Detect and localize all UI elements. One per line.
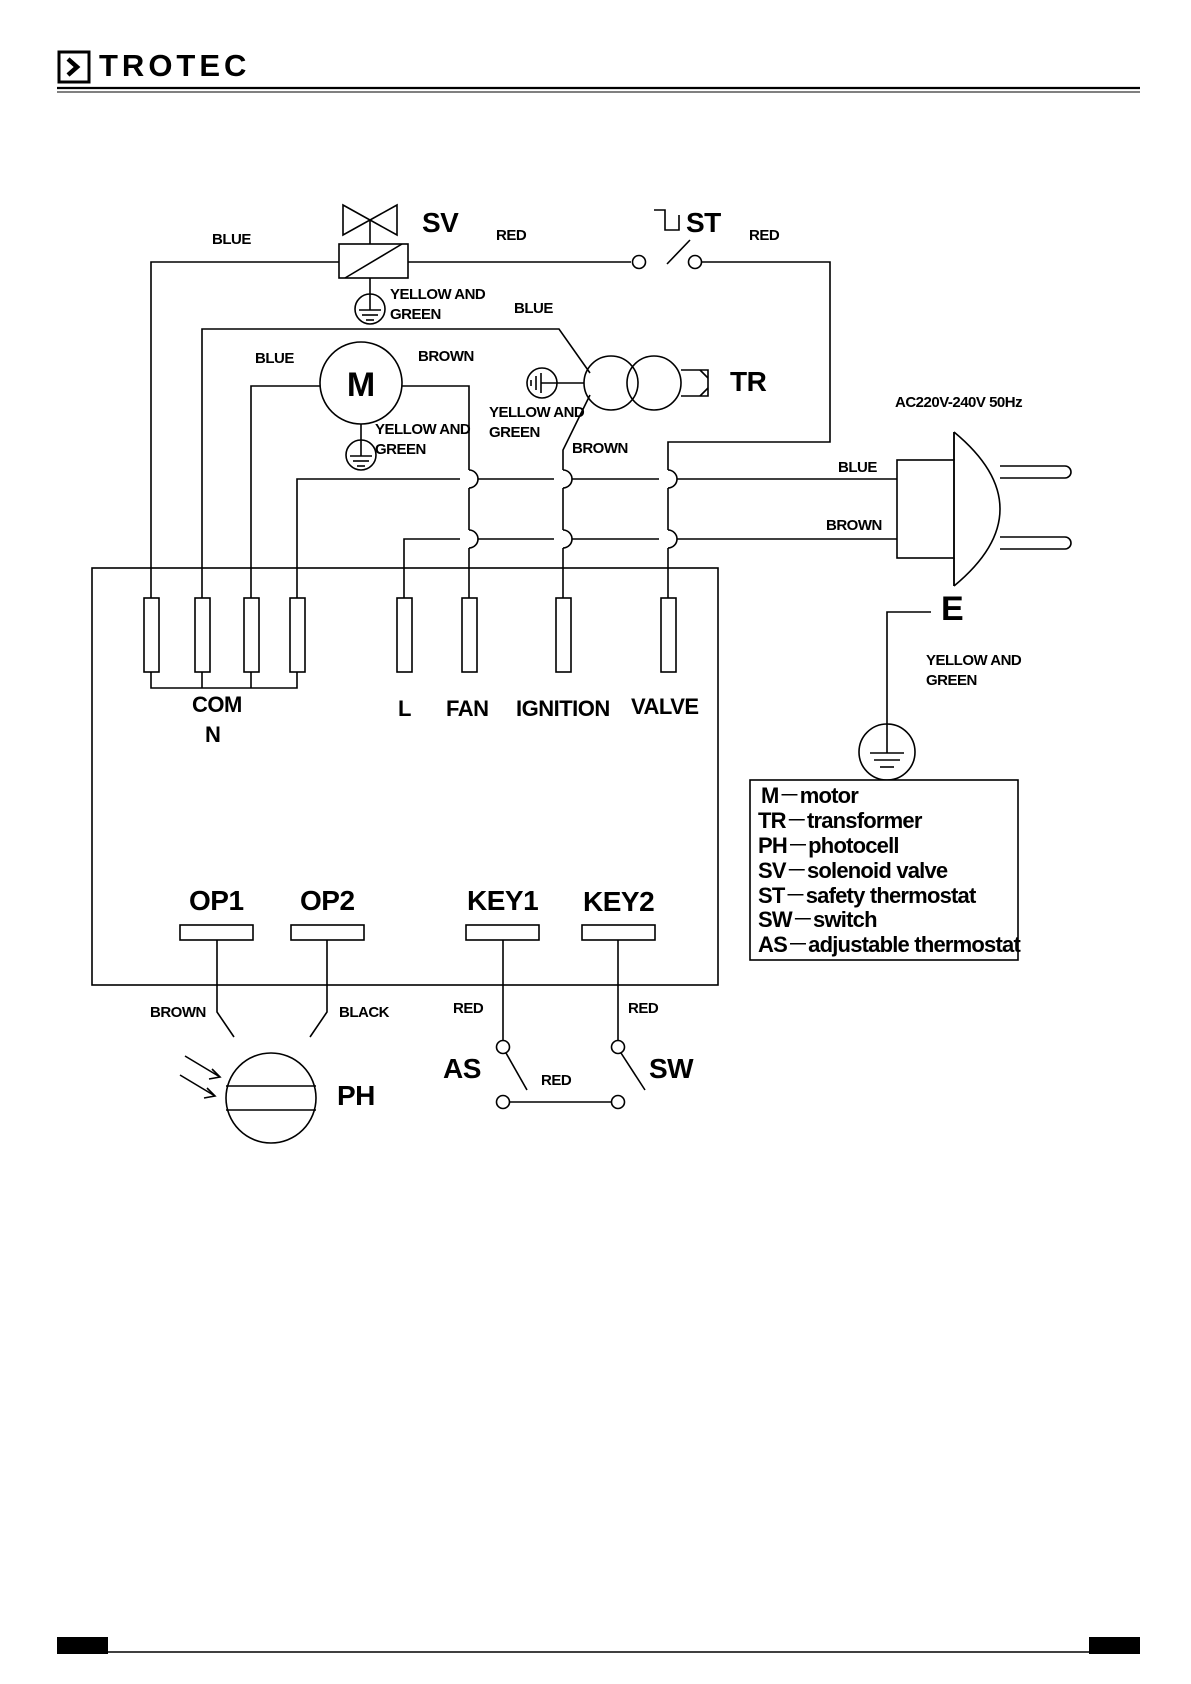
legend-separator: － [786,808,807,833]
wire-label: BLUE [212,231,251,248]
svg-text:M－motor: M－motor [761,783,859,808]
solenoid-valve-icon [338,203,409,294]
plug-icon [896,431,1072,587]
terminal-label-valve: VALVE [631,694,699,719]
terminal-label-ignition: IGNITION [516,696,610,721]
svg-text:ST－safety thermostat: ST－safety thermostat [758,883,977,908]
terminal-label-com: COM [192,692,242,717]
legend-row: PH－photocell [758,833,900,858]
legend-code: SV [758,858,787,883]
wire-label: BLUE [514,300,553,317]
wire-label: BLUE [255,350,294,367]
legend-row: TR－transformer [758,808,924,833]
wire-label: BROWN [572,440,628,457]
legend-code: TR [758,808,787,833]
transformer-icon [559,355,709,411]
wire-label: GREEN [390,306,441,323]
switch-icon [610,1039,646,1110]
legend-code: PH [758,833,787,858]
wire-label: BLUE [838,459,877,476]
terminal-label-key2: KEY2 [583,886,654,917]
wire-label: YELLOW AND [390,286,486,303]
com-bus [150,672,298,689]
terminal-label-op2: OP2 [300,885,355,916]
wire-label: RED [541,1072,572,1089]
terminal-label-l: L [398,696,411,721]
svg-text:SW－switch: SW－switch [758,907,877,932]
legend-description: adjustable thermostat [808,932,1021,957]
earth-transformer-icon [526,367,559,399]
svg-text:TR－transformer: TR－transformer [758,808,923,833]
legend-code: ST [758,883,786,908]
svg-text:SV－solenoid valve: SV－solenoid valve [758,858,948,883]
wire-label: YELLOW AND [926,652,1022,669]
sw-label: SW [649,1053,694,1084]
page-header: TROTEC [57,48,1140,90]
terminal-label-n: N [205,722,220,747]
legend-code: M [761,783,779,808]
legend: M－motor TR－transformer PH－photocell SV－s… [749,779,1022,961]
wire-label: GREEN [926,672,977,689]
legend-code: AS [758,932,787,957]
legend-description: transformer [807,808,923,833]
wire-label: RED [628,1000,659,1017]
legend-separator: － [785,883,806,908]
legend-separator: － [792,907,813,932]
wire-label: BROWN [418,348,474,365]
earth-label: E [941,590,964,628]
wire-label: YELLOW AND [375,421,471,438]
legend-separator: － [787,833,808,858]
wire-label: GREEN [489,424,540,441]
wire-label: RED [496,227,527,244]
motor-label: M [347,366,375,404]
footer-bar [57,1637,1140,1654]
legend-separator: － [779,783,800,808]
legend-description: motor [800,783,860,808]
legend-separator: － [786,858,807,883]
legend-description: safety thermostat [806,883,977,908]
st-label: ST [686,207,721,238]
legend-separator: － [787,932,808,957]
as-label: AS [443,1053,481,1084]
supply-voltage-label: AC220V-240V 50Hz [895,394,1022,411]
ph-label: PH [337,1080,375,1111]
safety-thermostat-icon [631,209,703,270]
control-board [91,567,719,986]
top-terminals [143,597,677,673]
earth-motor-icon [345,439,377,471]
terminal-label-key1: KEY1 [467,885,538,916]
wire-label: BROWN [826,517,882,534]
legend-description: solenoid valve [807,858,948,883]
legend-row: M－motor [761,783,860,808]
photocell-icon [179,1052,317,1144]
trotec-logo-icon [57,50,91,84]
wire-label: GREEN [375,441,426,458]
legend-code: SW [758,907,793,932]
sv-label: SV [422,207,459,238]
header-rule [57,86,1140,93]
earth-sv-icon [354,293,386,325]
legend-row: AS－adjustable thermostat [758,932,1022,957]
terminal-label-fan: FAN [446,696,489,721]
adjustable-thermostat-switch-icon [495,1039,528,1110]
bottom-connectors [179,924,656,941]
wire-label: RED [453,1000,484,1017]
wires [150,261,931,1103]
motor-icon: M [319,341,403,440]
tr-label: TR [730,366,767,397]
legend-row: ST－safety thermostat [758,883,978,908]
wire-label: YELLOW AND [489,404,585,421]
wire-label: RED [749,227,780,244]
legend-row: SW－switch [758,907,878,932]
svg-text:AS－adjustable thermostat: AS－adjustable thermostat [758,932,1021,957]
legend-description: switch [813,907,877,932]
brand-name: TROTEC [99,48,251,83]
wire-label: BROWN [150,1004,206,1021]
svg-text:PH－photocell: PH－photocell [758,833,899,858]
legend-description: photocell [808,833,899,858]
legend-row: SV－solenoid valve [758,858,949,883]
wire-label: BLACK [339,1004,390,1021]
terminal-label-op1: OP1 [189,885,244,916]
